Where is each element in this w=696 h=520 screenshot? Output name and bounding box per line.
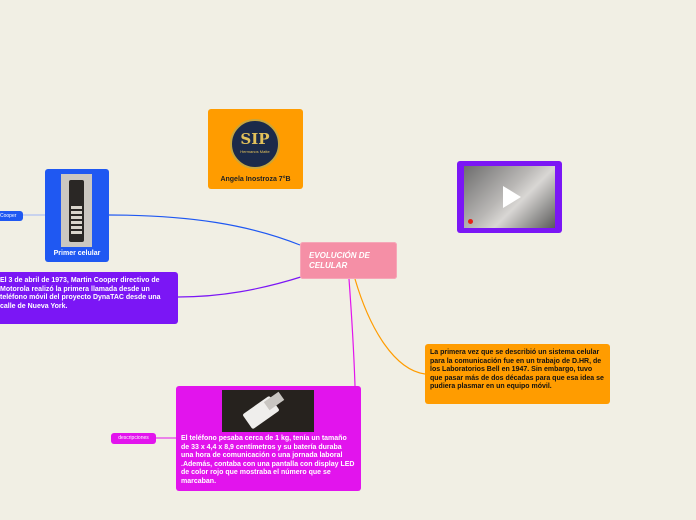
video-logo-icon xyxy=(468,219,473,224)
central-topic-node[interactable]: EVOLUCIÓN DE CELULAR xyxy=(300,242,397,279)
link-center-telefono xyxy=(348,278,356,387)
dynatac-phone-image xyxy=(61,174,92,247)
video-node[interactable] xyxy=(457,161,562,233)
link-center-april xyxy=(177,275,305,298)
link-center-primera xyxy=(354,278,426,375)
link-center-angela xyxy=(270,205,310,244)
phone-image xyxy=(222,390,314,432)
school-logo: SIP Hermanos Matte xyxy=(230,119,280,169)
cooper-label: Cooper xyxy=(0,213,17,219)
author-caption: Angela Inostroza 7°B xyxy=(220,176,291,183)
april-1973-text: El 3 de abril de 1973, Martin Cooper dir… xyxy=(0,277,161,310)
video-thumbnail xyxy=(464,166,555,228)
phone-specs-node[interactable]: El teléfono pesaba cerca de 1 kg, tenía … xyxy=(176,386,361,491)
first-phone-caption: Primer celular xyxy=(53,250,101,257)
phone-specs-text: El teléfono pesaba cerca de 1 kg, tenía … xyxy=(181,435,355,485)
descriptions-label: descripciones xyxy=(118,435,149,441)
logo-subtext: Hermanos Matte xyxy=(240,149,270,154)
logo-text: SIP xyxy=(240,130,270,148)
april-1973-node[interactable]: El 3 de abril de 1973, Martin Cooper dir… xyxy=(0,272,178,324)
first-description-node[interactable]: La primera vez que se describió un siste… xyxy=(425,344,610,404)
first-description-text: La primera vez que se describió un siste… xyxy=(430,349,604,390)
author-node[interactable]: SIP Hermanos Matte Angela Inostroza 7°B xyxy=(208,109,303,189)
first-phone-node[interactable]: Primer celular xyxy=(45,169,109,262)
descriptions-node[interactable]: descripciones xyxy=(111,433,156,444)
cooper-node[interactable]: Cooper xyxy=(0,211,23,221)
central-topic-label: EVOLUCIÓN DE CELULAR xyxy=(309,251,370,270)
play-icon[interactable] xyxy=(503,186,521,208)
link-center-primer xyxy=(108,214,301,246)
